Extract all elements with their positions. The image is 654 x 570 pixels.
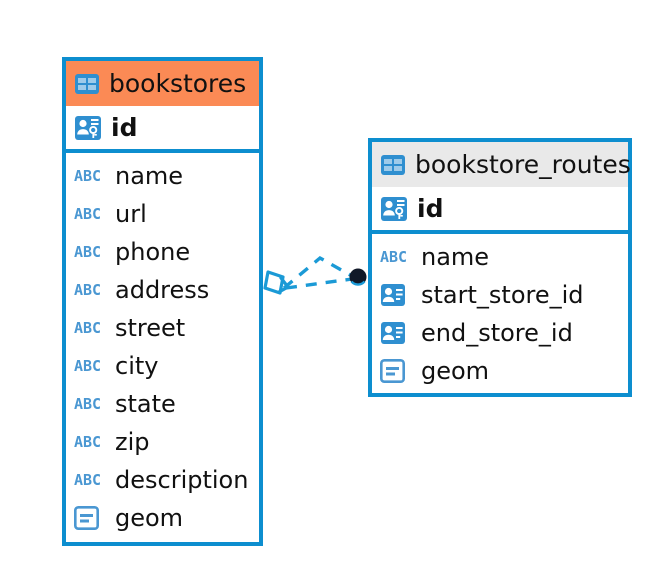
entity-bookstores-field-list: ABC name ABC url ABC phone ABC address A… bbox=[66, 153, 259, 543]
field-label: state bbox=[115, 390, 176, 418]
field-row[interactable]: start_store_id bbox=[372, 276, 628, 314]
field-label: geom bbox=[115, 504, 184, 532]
text-type-icon: ABC bbox=[74, 318, 102, 337]
field-row[interactable]: ABC street bbox=[66, 309, 259, 347]
entity-bookstores-header[interactable]: bookstores bbox=[66, 61, 259, 106]
entity-bookstore-routes-field-list: ABC name start_store_id bbox=[372, 234, 628, 396]
field-row[interactable]: ABC phone bbox=[66, 233, 259, 271]
field-label: street bbox=[115, 314, 186, 342]
text-type-icon: ABC bbox=[74, 432, 102, 451]
field-row[interactable]: ABC name bbox=[372, 238, 628, 276]
entity-bookstores-primary-key-label: id bbox=[111, 113, 138, 142]
field-label: start_store_id bbox=[421, 281, 584, 309]
text-type-icon: ABC bbox=[74, 280, 102, 299]
table-icon bbox=[74, 73, 100, 95]
geometry-type-icon bbox=[74, 506, 106, 530]
foreign-key-icon bbox=[380, 321, 412, 345]
text-type-icon: ABC bbox=[74, 242, 102, 261]
field-row[interactable]: end_store_id bbox=[372, 314, 628, 352]
entity-bookstore-routes-header[interactable]: bookstore_routes bbox=[372, 142, 631, 187]
entity-bookstores[interactable]: bookstores id ABC name bbox=[62, 57, 263, 546]
field-label: geom bbox=[421, 357, 490, 385]
field-label: description bbox=[115, 466, 249, 494]
entity-bookstore-routes-title: bookstore_routes bbox=[415, 150, 631, 179]
field-row[interactable]: ABC zip bbox=[66, 423, 259, 461]
field-label: phone bbox=[115, 238, 191, 266]
field-label: city bbox=[115, 352, 159, 380]
foreign-key-icon bbox=[380, 283, 412, 307]
field-row[interactable]: geom bbox=[66, 499, 259, 537]
entity-bookstore-routes-primary-key-label: id bbox=[417, 194, 444, 223]
text-type-icon: ABC bbox=[74, 166, 102, 185]
geometry-type-icon bbox=[380, 359, 412, 383]
field-row[interactable]: geom bbox=[372, 352, 628, 390]
filled-circle-marker bbox=[349, 268, 367, 286]
field-row[interactable]: ABC city bbox=[66, 347, 259, 385]
text-type-icon: ABC bbox=[74, 204, 102, 223]
entity-bookstore-routes[interactable]: bookstore_routes id ABC name bbox=[368, 138, 632, 397]
field-label: name bbox=[115, 162, 184, 190]
field-row[interactable]: ABC address bbox=[66, 271, 259, 309]
primary-key-icon bbox=[380, 196, 408, 222]
field-label: name bbox=[421, 243, 490, 271]
crows-foot-many-marker bbox=[263, 270, 290, 295]
text-type-icon: ABC bbox=[74, 394, 102, 413]
field-row[interactable]: ABC name bbox=[66, 157, 259, 195]
entity-bookstores-primary-key-row[interactable]: id bbox=[66, 106, 259, 153]
field-row[interactable]: ABC state bbox=[66, 385, 259, 423]
field-label: zip bbox=[115, 428, 150, 456]
text-type-icon: ABC bbox=[74, 470, 102, 489]
field-row[interactable]: ABC description bbox=[66, 461, 259, 499]
entity-bookstore-routes-primary-key-row[interactable]: id bbox=[372, 187, 628, 234]
primary-key-icon bbox=[74, 115, 102, 141]
field-label: end_store_id bbox=[421, 319, 573, 347]
table-icon bbox=[380, 154, 406, 176]
field-label: url bbox=[115, 200, 147, 228]
text-type-icon: ABC bbox=[380, 247, 408, 266]
field-label: address bbox=[115, 276, 210, 304]
text-type-icon: ABC bbox=[74, 356, 102, 375]
field-row[interactable]: ABC url bbox=[66, 195, 259, 233]
relationship-branch-lower bbox=[285, 277, 353, 290]
entity-bookstores-title: bookstores bbox=[109, 69, 247, 98]
relationship-branch-upper bbox=[282, 255, 353, 290]
